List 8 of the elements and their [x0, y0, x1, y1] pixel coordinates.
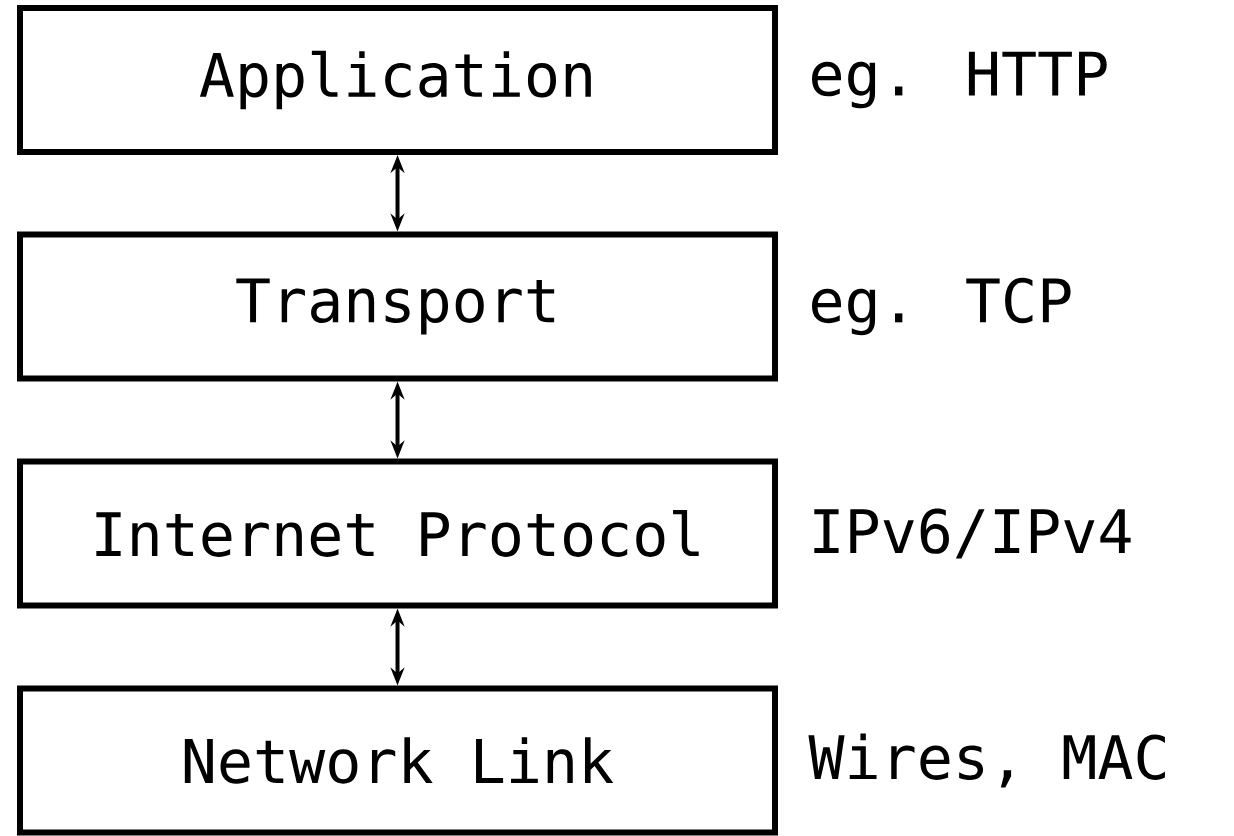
layer-box: Internet Protocol — [17, 458, 778, 609]
layer-box: Application — [17, 5, 778, 155]
side-label: eg. TCP — [812, 277, 1071, 336]
side-label: Wires, MAC — [808, 733, 1165, 788]
layer-box: Transport — [17, 231, 778, 382]
layer-box: Network Link — [17, 685, 778, 836]
side-label: eg. HTTP — [812, 51, 1107, 109]
side-label: IPv6/IPv4 — [814, 508, 1131, 559]
